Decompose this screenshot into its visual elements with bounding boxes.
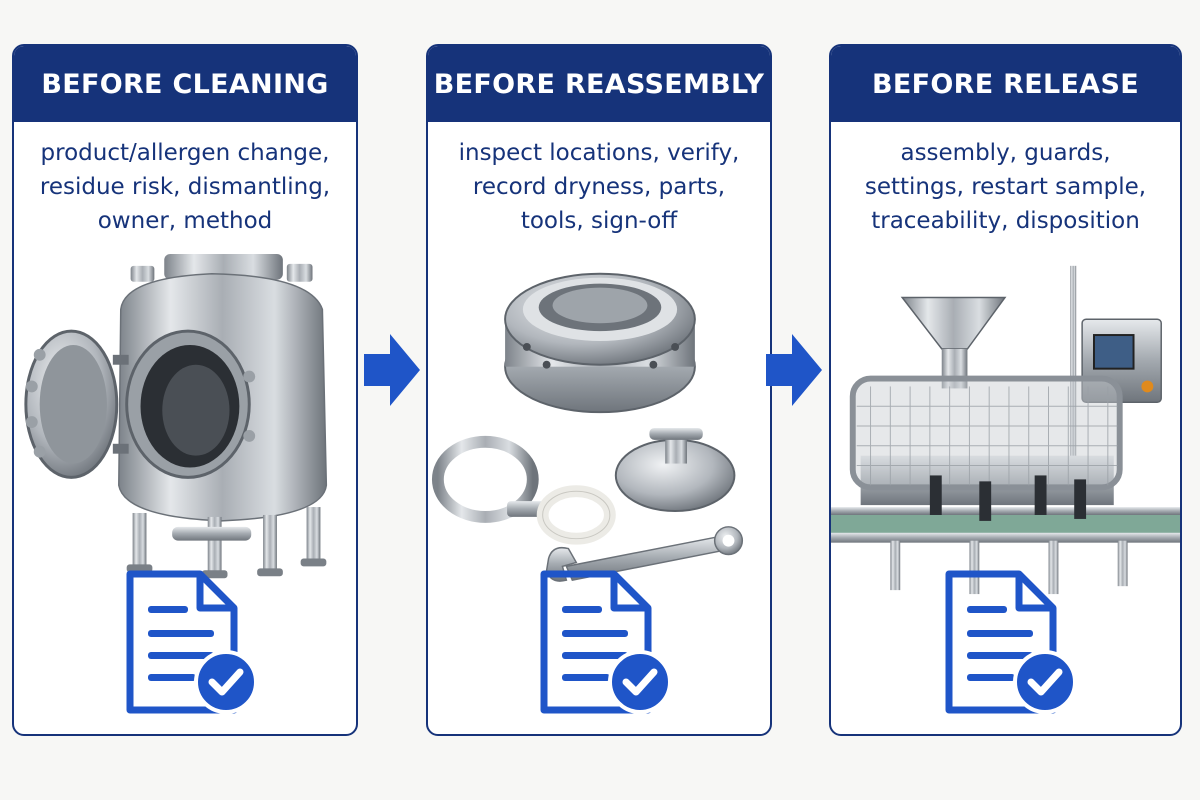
filling-machine-icon (831, 265, 1180, 595)
arrow-right-icon (364, 334, 420, 406)
stage-description: inspect locations, verify, record drynes… (428, 136, 770, 238)
stage-description-line: tools, sign-off (520, 208, 678, 234)
stage-description: assembly, guards, settings, restart samp… (831, 136, 1180, 238)
stage-description-line: owner, method (97, 208, 273, 234)
stage-description-line: settings, restart sample, (864, 174, 1147, 200)
stage-description-line: inspect locations, verify, (458, 140, 740, 166)
stage-panel-before-reassembly: BEFORE REASSEMBLY inspect locations, ver… (426, 44, 772, 736)
stage-description: product/allergen change, residue risk, d… (14, 136, 356, 238)
stage-description-line: assembly, guards, (900, 140, 1111, 166)
stage-panel-before-release: BEFORE RELEASE assembly, guards, setting… (829, 44, 1182, 736)
arrow-right-icon (766, 334, 822, 406)
stage-title: BEFORE CLEANING (14, 46, 356, 122)
stage-title: BEFORE RELEASE (831, 46, 1180, 122)
stage-description-line: product/allergen change, (40, 140, 330, 166)
stage-description-line: traceability, disposition (871, 208, 1140, 234)
tank-icon (24, 254, 328, 579)
document-check-icon (945, 570, 1077, 714)
stage-title: BEFORE REASSEMBLY (428, 46, 770, 122)
stage-description-line: record dryness, parts, (472, 174, 726, 200)
document-check-icon (540, 570, 672, 714)
document-check-icon (126, 570, 258, 714)
stage-panel-before-cleaning: BEFORE CLEANING product/allergen change,… (12, 44, 358, 736)
stage-description-line: residue risk, dismantling, (39, 174, 331, 200)
flange-parts-icon (431, 272, 744, 582)
